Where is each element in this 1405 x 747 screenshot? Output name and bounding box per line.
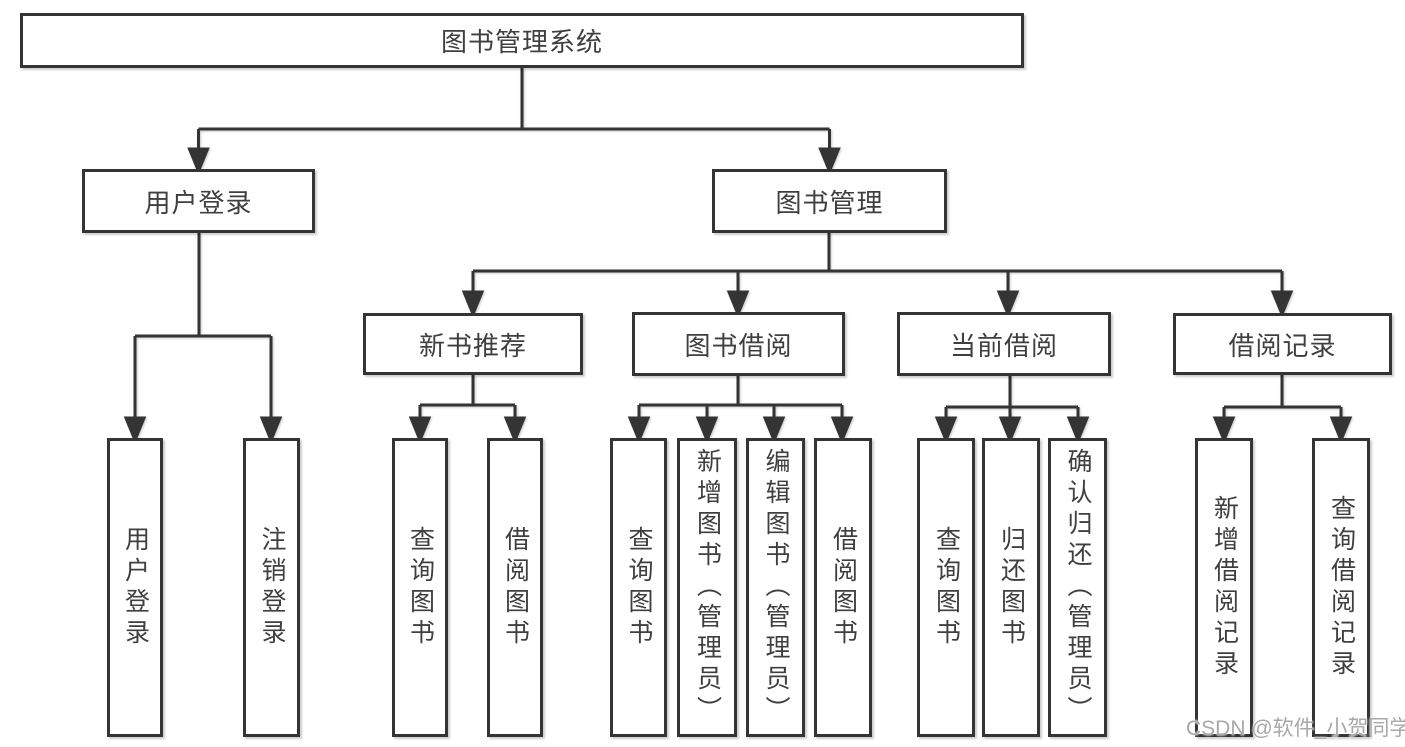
leaf-borrow-books-label: 借阅图书 <box>829 525 858 650</box>
arrowhead <box>627 416 651 444</box>
arrowhead <box>726 290 750 318</box>
arrowhead <box>762 416 786 444</box>
leaf-edit-books-admin: 编辑图书（管理员） <box>746 438 805 737</box>
leaf-add-books-admin: 新增图书（管理员） <box>677 438 737 737</box>
leaf-add-borrow-record-label: 新增借阅记录 <box>1210 494 1239 681</box>
arrowhead <box>461 290 485 318</box>
csdn-watermark: CSDN @软件_小贺同学 <box>1186 717 1405 740</box>
leaf-recommend-query-books-label: 查询图书 <box>406 525 435 650</box>
arrowhead <box>934 416 958 444</box>
arrowhead <box>408 416 432 444</box>
leaf-logout: 注销登录 <box>243 438 300 737</box>
arrowhead <box>123 416 147 444</box>
node-book-borrow-label: 图书借阅 <box>684 330 793 361</box>
node-book-borrow: 图书借阅 <box>632 312 845 376</box>
arrowhead <box>998 416 1022 444</box>
leaf-confirm-return-admin: 确认归还（管理员） <box>1048 438 1107 737</box>
node-borrow-record-label: 借阅记录 <box>1228 330 1337 361</box>
leaf-current-query-books: 查询图书 <box>917 438 975 737</box>
leaf-query-borrow-record-label: 查询借阅记录 <box>1327 494 1356 681</box>
node-user-login-label: 用户登录 <box>144 187 253 218</box>
node-new-book-recommend-label: 新书推荐 <box>418 330 527 361</box>
leaf-add-borrow-record: 新增借阅记录 <box>1195 438 1253 737</box>
node-new-book-recommend: 新书推荐 <box>363 313 583 375</box>
leaf-user-login-label: 用户登录 <box>121 525 150 650</box>
node-root: 图书管理系统 <box>20 13 1024 68</box>
arrowhead <box>187 147 210 175</box>
node-user-login: 用户登录 <box>82 169 315 233</box>
leaf-logout-label: 注销登录 <box>258 525 286 650</box>
arrowhead <box>503 416 527 444</box>
leaf-query-borrow-record: 查询借阅记录 <box>1312 438 1370 737</box>
arrowhead <box>1329 416 1353 444</box>
leaf-borrow-books: 借阅图书 <box>814 438 872 737</box>
arrowhead <box>1270 290 1294 318</box>
leaf-return-books-label: 归还图书 <box>997 525 1026 650</box>
leaf-borrow-query-books-label: 查询图书 <box>625 525 653 650</box>
leaf-recommend-query-books: 查询图书 <box>392 438 448 737</box>
leaf-user-login: 用户登录 <box>107 438 163 737</box>
node-book-management: 图书管理 <box>712 169 947 233</box>
node-borrow-record: 借阅记录 <box>1173 313 1392 375</box>
leaf-current-query-books-label: 查询图书 <box>932 525 961 650</box>
node-current-borrow: 当前借阅 <box>897 312 1111 376</box>
node-current-borrow-label: 当前借阅 <box>949 330 1058 361</box>
arrowhead <box>830 416 854 444</box>
arrowhead <box>996 290 1020 318</box>
arrowhead <box>1066 416 1090 444</box>
node-book-management-label: 图书管理 <box>775 187 884 218</box>
arrowhead <box>695 416 719 444</box>
leaf-edit-books-admin-label: 编辑图书（管理员） <box>762 448 790 727</box>
leaf-confirm-return-admin-label: 确认归还（管理员） <box>1064 448 1092 727</box>
arrowhead <box>259 416 283 444</box>
leaf-borrow-query-books: 查询图书 <box>610 438 667 737</box>
leaf-recommend-borrow-books: 借阅图书 <box>487 438 543 737</box>
leaf-add-books-admin-label: 新增图书（管理员） <box>693 448 722 727</box>
leaf-return-books: 归还图书 <box>982 438 1040 737</box>
arrowhead <box>1212 416 1236 444</box>
node-root-label: 图书管理系统 <box>440 27 603 57</box>
leaf-recommend-borrow-books-label: 借阅图书 <box>501 525 530 650</box>
arrowhead <box>818 147 841 175</box>
